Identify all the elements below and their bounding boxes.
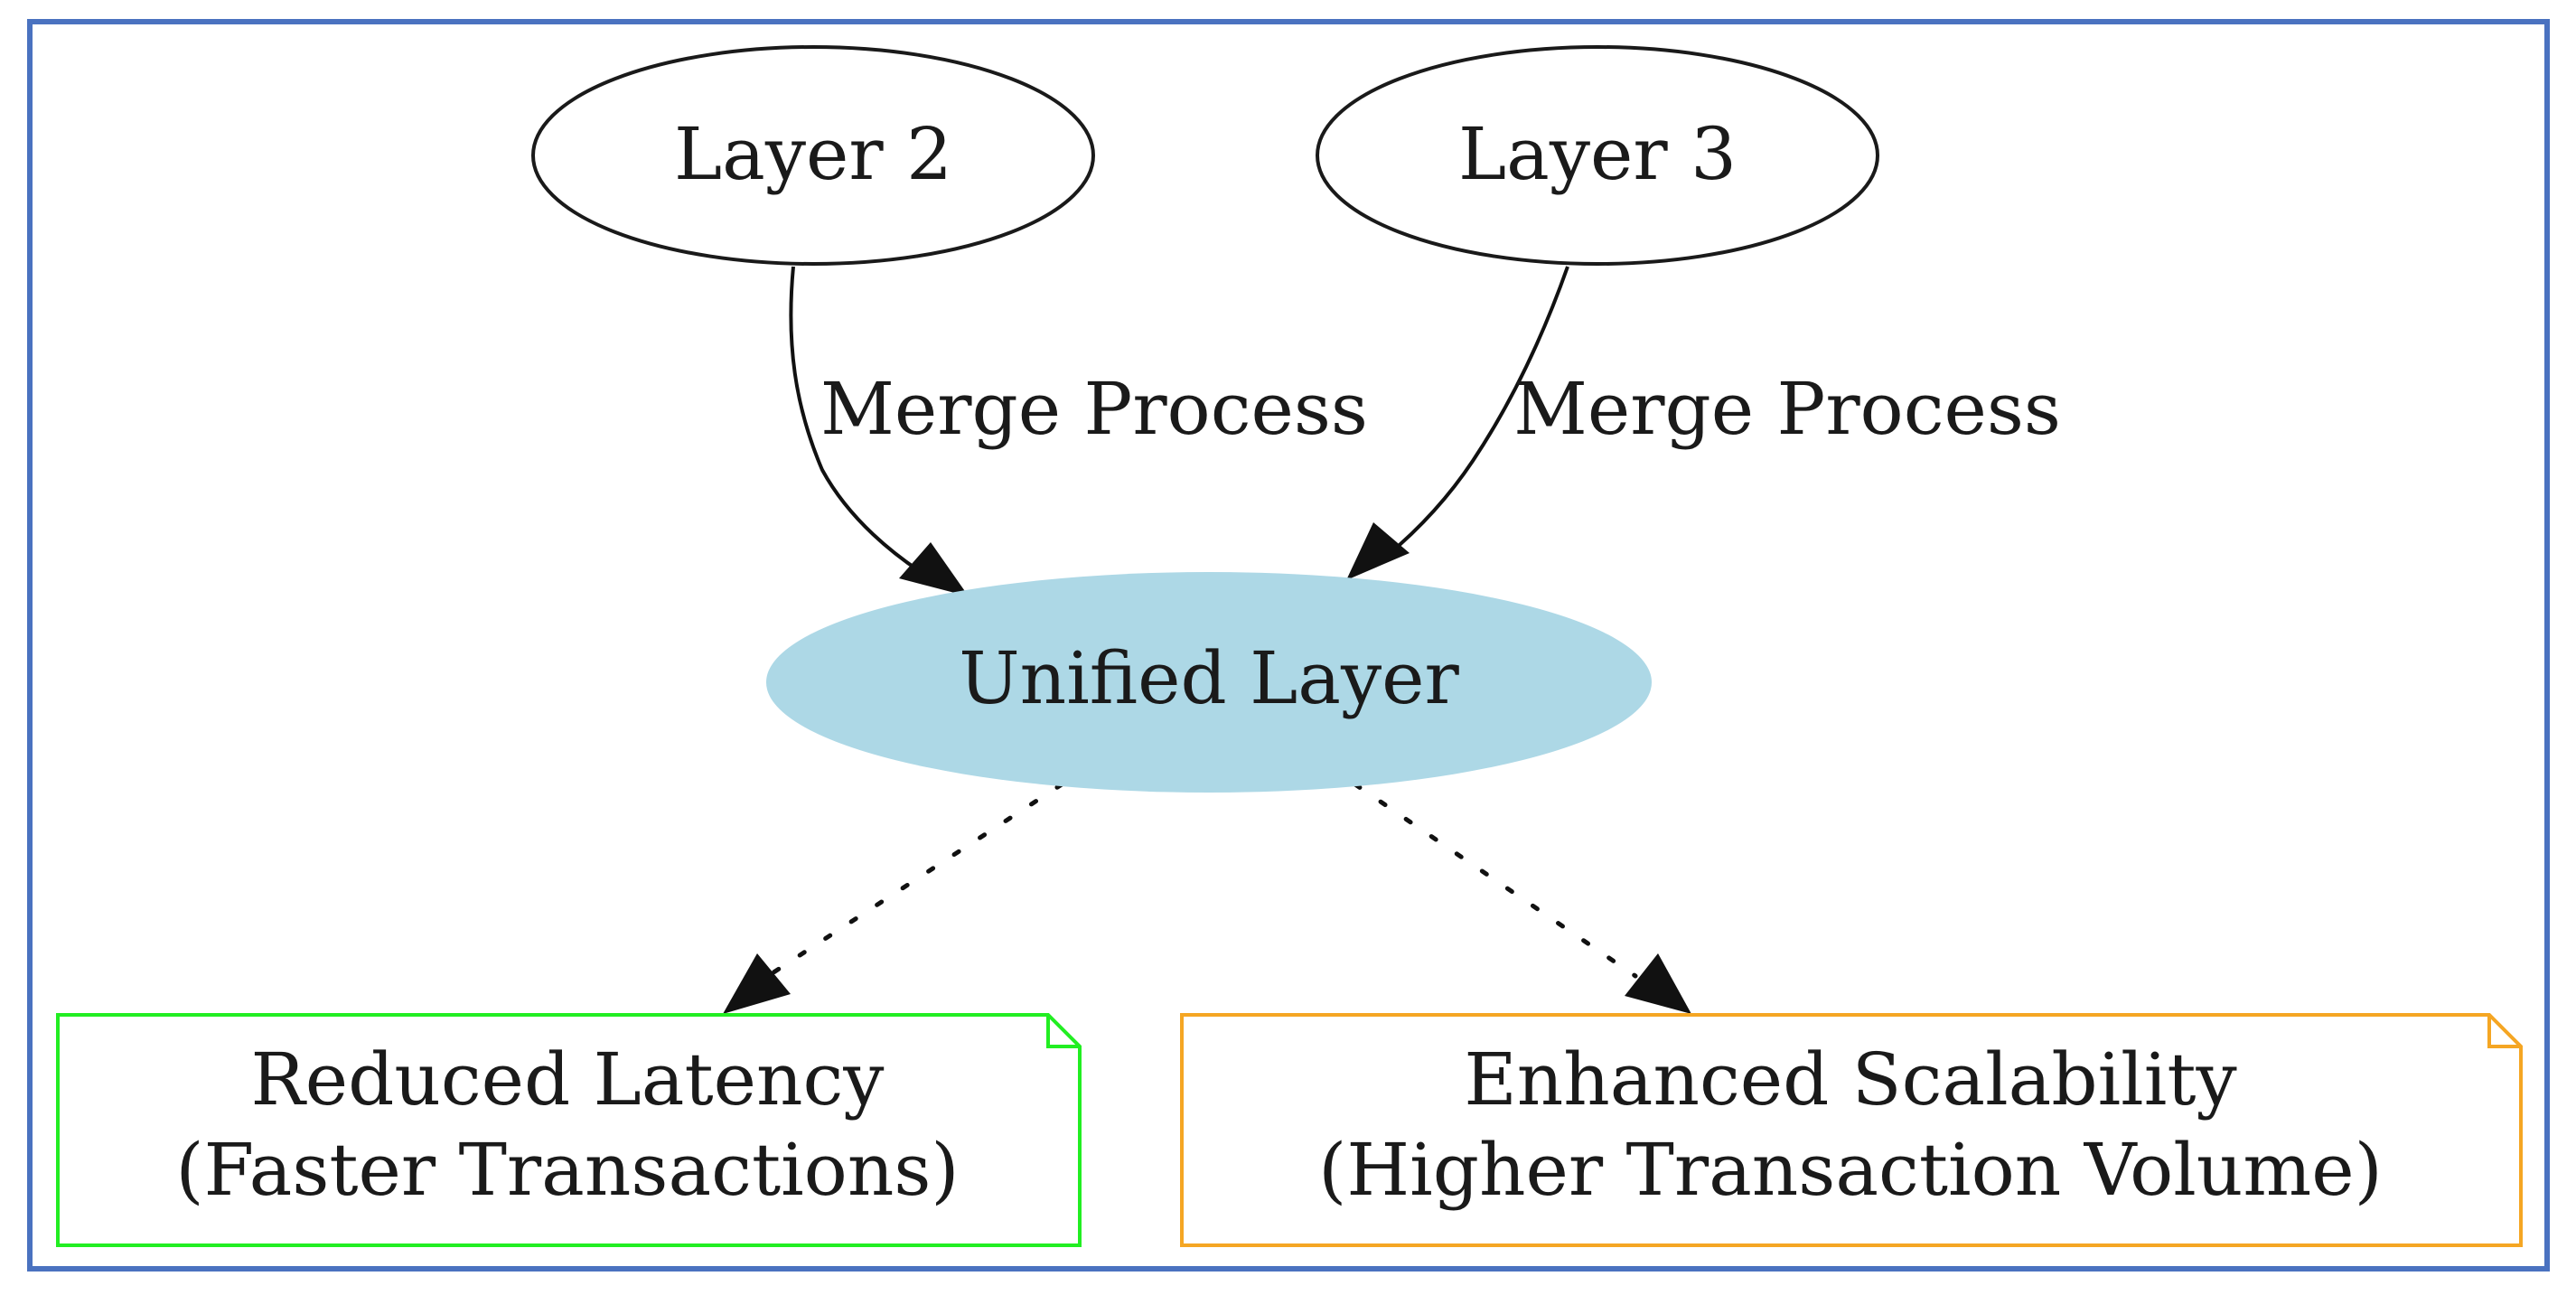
node-enhanced-scalability[interactable]: Enhanced Scalability (Higher Transaction…	[1180, 1013, 2523, 1247]
node-reduced-latency[interactable]: Reduced Latency (Faster Transactions)	[56, 1013, 1082, 1247]
node-unified-layer-label: Unified Layer	[959, 636, 1459, 720]
node-layer-3[interactable]: Layer 3	[1316, 45, 1879, 266]
edge-label-merge-right: Merge Process	[1513, 367, 2061, 451]
node-layer-2[interactable]: Layer 2	[531, 45, 1095, 266]
node-enhanced-scalability-line2: (Higher Transaction Volume)	[1318, 1128, 2383, 1212]
node-enhanced-scalability-line1: Enhanced Scalability	[1464, 1037, 2236, 1121]
edge-label-merge-left: Merge Process	[820, 367, 1368, 451]
arrowhead	[899, 542, 969, 596]
node-unified-layer[interactable]: Unified Layer	[766, 572, 1652, 793]
node-reduced-latency-line2: (Faster Transactions)	[175, 1128, 959, 1212]
edge-layer3-to-unified: Merge Process	[1346, 266, 2061, 580]
node-layer-2-label: Layer 2	[674, 112, 952, 196]
arrowhead	[1346, 522, 1410, 580]
edge-layer2-to-unified: Merge Process	[789, 266, 1368, 596]
arrowhead	[723, 953, 791, 1014]
arrowhead	[1625, 953, 1691, 1014]
node-layer-3-label: Layer 3	[1458, 112, 1737, 196]
edge-unified-to-latency	[723, 782, 1064, 1014]
node-reduced-latency-line1: Reduced Latency	[251, 1037, 885, 1121]
edge-unified-to-scalability	[1353, 782, 1691, 1014]
